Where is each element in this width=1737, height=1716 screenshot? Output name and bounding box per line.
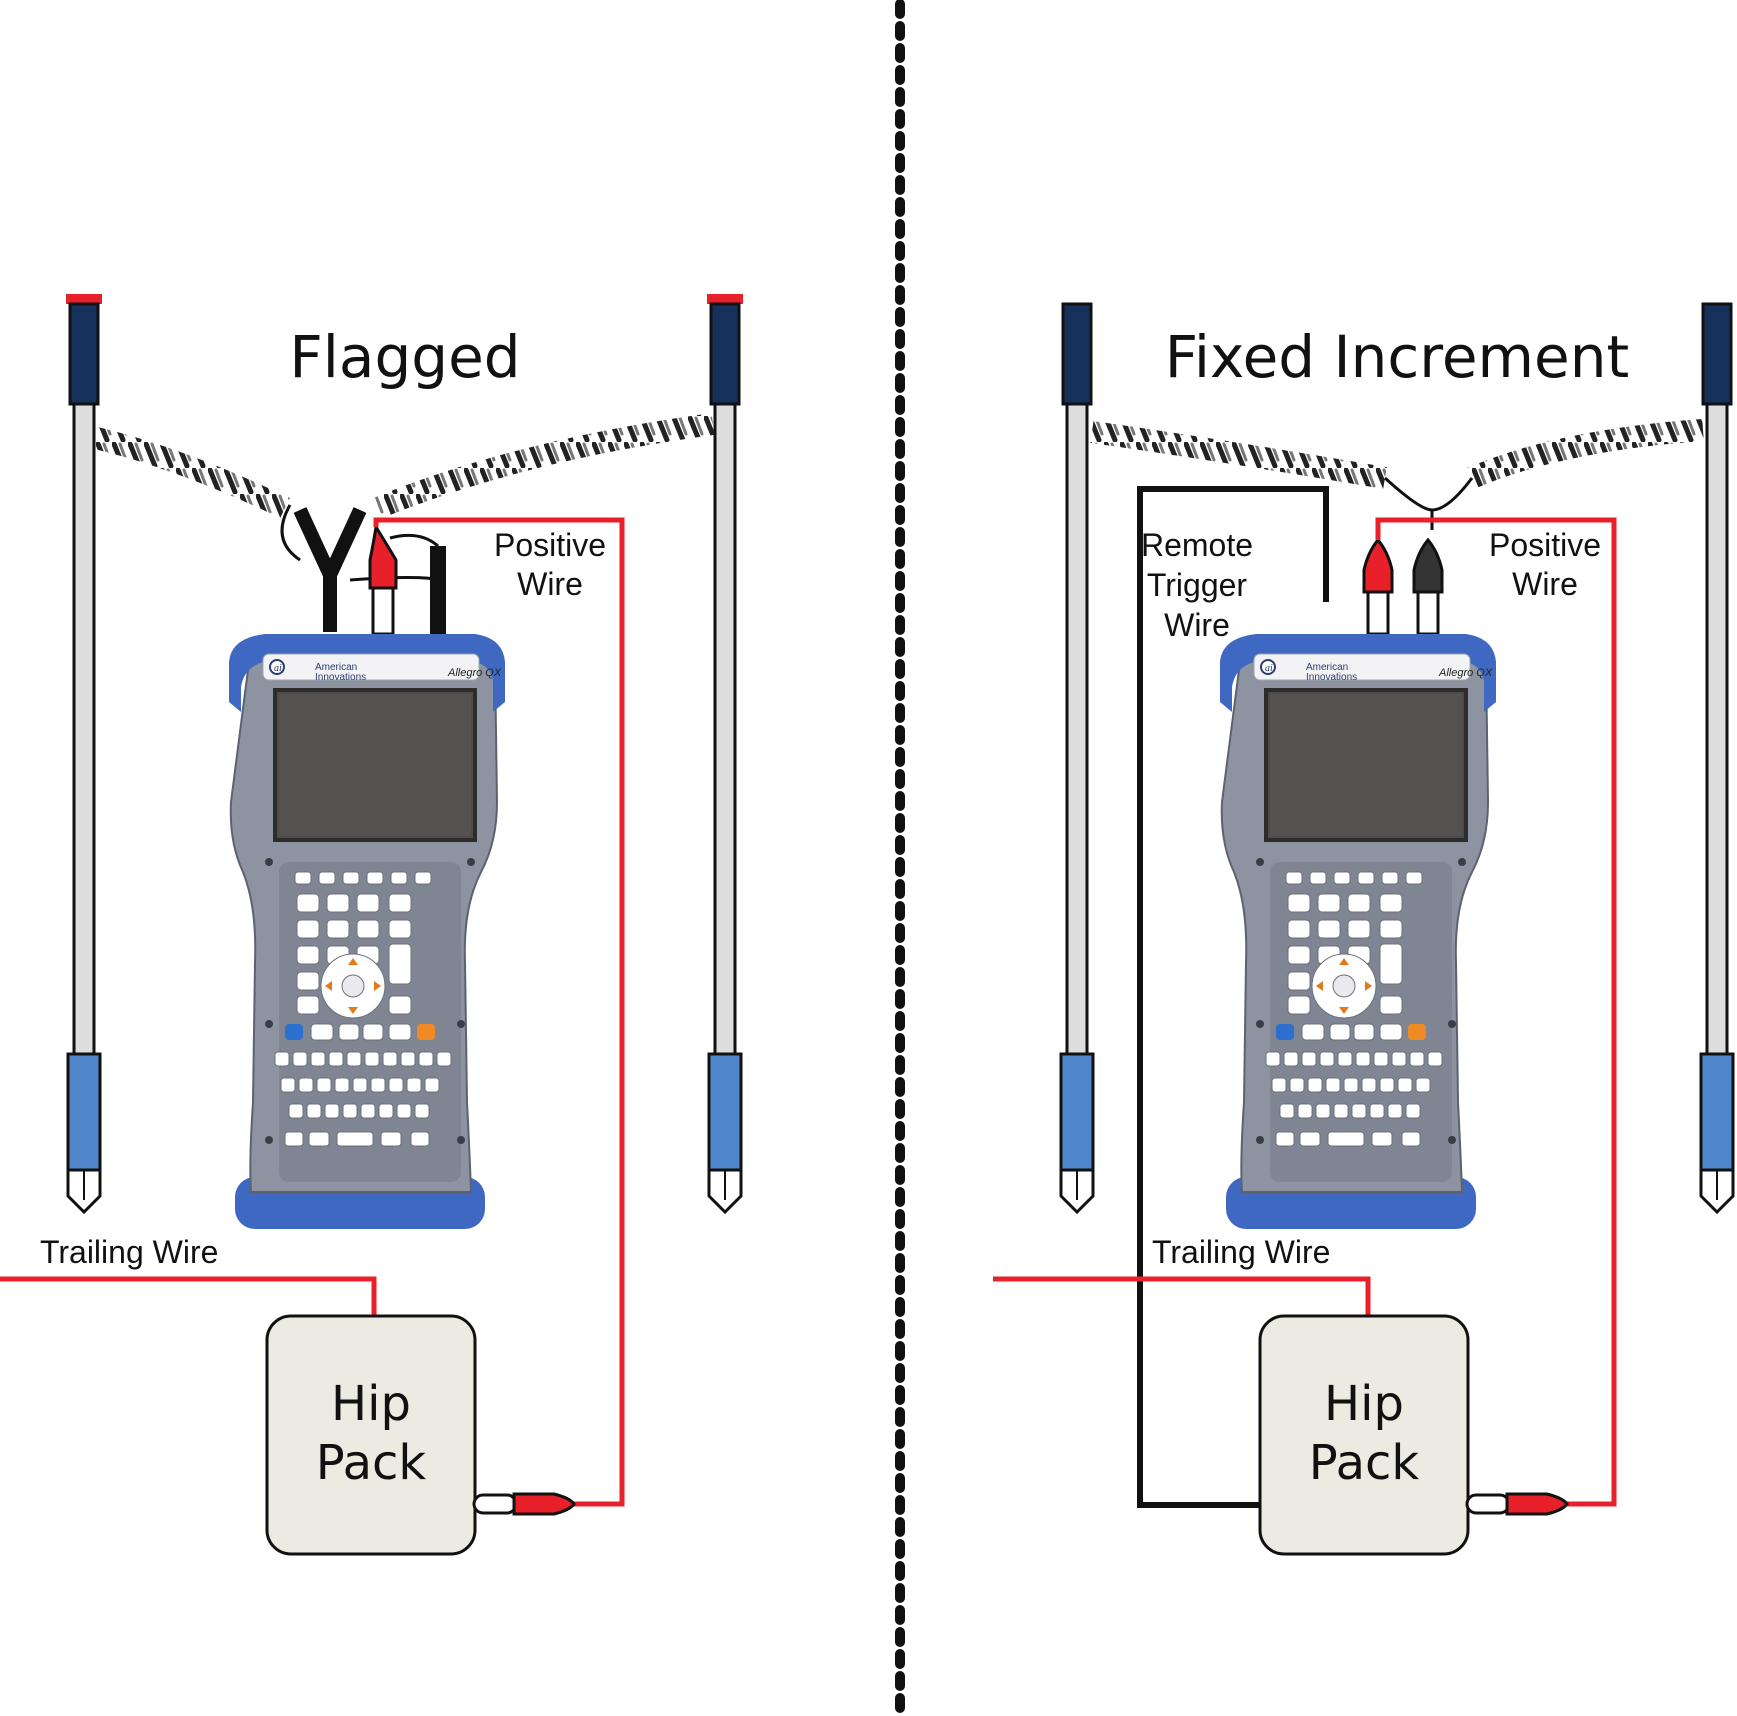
- positive-wire: [1375, 517, 1617, 1507]
- remote-trigger-wire: [1137, 486, 1329, 1508]
- panel-flagged: Flagged Positive Wire American Innovatio…: [0, 294, 743, 1556]
- coil-cable: [1090, 421, 1387, 489]
- black-plug: [430, 546, 446, 634]
- black-plug: [1412, 537, 1444, 594]
- device-model: Allegro QX: [447, 667, 502, 679]
- device-model: Allegro QX: [1438, 667, 1493, 679]
- flag-marker: [66, 294, 102, 304]
- panel-title: Flagged: [289, 323, 520, 391]
- survey-pole: [707, 302, 743, 1214]
- red-plug: [1362, 537, 1394, 594]
- hip-pack-label: Hip: [1324, 1376, 1404, 1432]
- hip-pack-label: Pack: [1309, 1435, 1420, 1491]
- coil-cable: [93, 427, 290, 518]
- positive-wire-label: Wire: [1512, 566, 1578, 602]
- data-logger-device: [1218, 632, 1498, 1231]
- device-brand: American: [1306, 662, 1348, 673]
- hip-pack: [1258, 1314, 1470, 1556]
- y-splitter: [293, 507, 367, 632]
- panel-fixed-increment: Fixed Increment Remote Trigger Wire Posi…: [993, 302, 1735, 1556]
- remote-trigger-wire-label: Wire: [1164, 607, 1230, 643]
- positive-wire-label: Wire: [517, 566, 583, 602]
- data-logger-device: [227, 632, 507, 1231]
- survey-pole: [66, 302, 102, 1214]
- panel-title: Fixed Increment: [1165, 323, 1629, 391]
- hip-pack: [265, 1314, 477, 1556]
- coil-cable: [373, 413, 715, 519]
- device-brand: American: [315, 662, 357, 673]
- flag-marker: [707, 294, 743, 304]
- positive-wire-label: Positive: [1489, 527, 1601, 563]
- trailing-wire: [0, 1276, 377, 1318]
- hip-pack-label: Pack: [316, 1435, 427, 1491]
- remote-trigger-wire-label: Trigger: [1147, 567, 1248, 603]
- positive-wire: [373, 517, 625, 1507]
- banana-connector: [1465, 1492, 1569, 1516]
- trailing-wire: [993, 1276, 1371, 1318]
- device-brand: Innovations: [1306, 672, 1357, 683]
- device-brand: Innovations: [315, 672, 366, 683]
- trailing-wire-label: Trailing Wire: [1152, 1234, 1330, 1270]
- banana-connector: [472, 1492, 576, 1516]
- trailing-wire-label: Trailing Wire: [40, 1234, 218, 1270]
- positive-wire-label: Positive: [494, 527, 606, 563]
- survey-pole: [1059, 302, 1095, 1214]
- coil-cable: [1467, 419, 1704, 489]
- hip-pack-label: Hip: [331, 1376, 411, 1432]
- survey-pole: [1699, 302, 1735, 1214]
- remote-trigger-wire-label: Remote: [1141, 527, 1253, 563]
